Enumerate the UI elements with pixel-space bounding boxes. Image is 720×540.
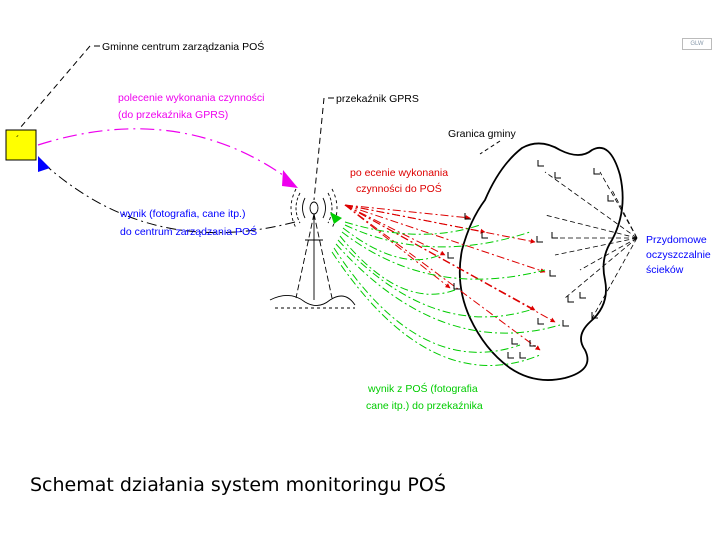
- plant-markers: [447, 160, 614, 359]
- plants-label-line3: ścieków: [646, 264, 684, 276]
- result-to-center-arrowhead: [38, 156, 50, 172]
- command-to-relay-arrowhead: [282, 170, 298, 188]
- result-arcs: [331, 221, 561, 366]
- command-to-pos-label-line1: po ecenie wykonania: [350, 167, 448, 179]
- municipality-border: [458, 142, 624, 381]
- center-leader: [19, 45, 100, 129]
- result-to-center-label-line1: wynik (fotografia, cane itp.): [119, 208, 245, 220]
- border-leader: [479, 140, 501, 155]
- gprs-relay: [269, 188, 356, 309]
- plants-label-line1: Przydomowe: [646, 234, 707, 246]
- command-to-relay-label-line1: polecenie wykonania czynności: [118, 92, 265, 104]
- command-to-relay-arrow: [37, 128, 291, 181]
- relay-leader: [313, 97, 334, 201]
- center-box-mark: ´: [16, 134, 19, 146]
- command-rays: [344, 204, 556, 351]
- plant-pointer-rays: [544, 171, 638, 323]
- result-from-pos-arrowhead: [330, 212, 342, 224]
- command-to-relay-label-line2: (do przekaźnika GPRS): [118, 109, 228, 121]
- center-box: [5, 129, 37, 161]
- result-from-pos-label-line2: cane itp.) do przekaźnika: [366, 400, 483, 412]
- result-from-pos-label-line1: wynik z POŚ (fotografia: [367, 382, 478, 395]
- result-to-center-arrow: [41, 161, 296, 234]
- corner-tag: GLW: [682, 38, 712, 50]
- border-label: Granica gminy: [448, 128, 516, 140]
- result-to-center-label-line2: do centrum zarządzania POŚ: [120, 225, 257, 238]
- relay-label: przekaźnik GPRS: [336, 93, 419, 105]
- slide-caption: Schemat działania system monitoringu POŚ: [30, 474, 446, 496]
- command-to-pos-label-line2: czynności do POŚ: [356, 182, 442, 195]
- plants-label-line2: oczyszczalnie: [646, 249, 711, 261]
- center-label: Gminne centrum zarządzania POŚ: [102, 40, 264, 53]
